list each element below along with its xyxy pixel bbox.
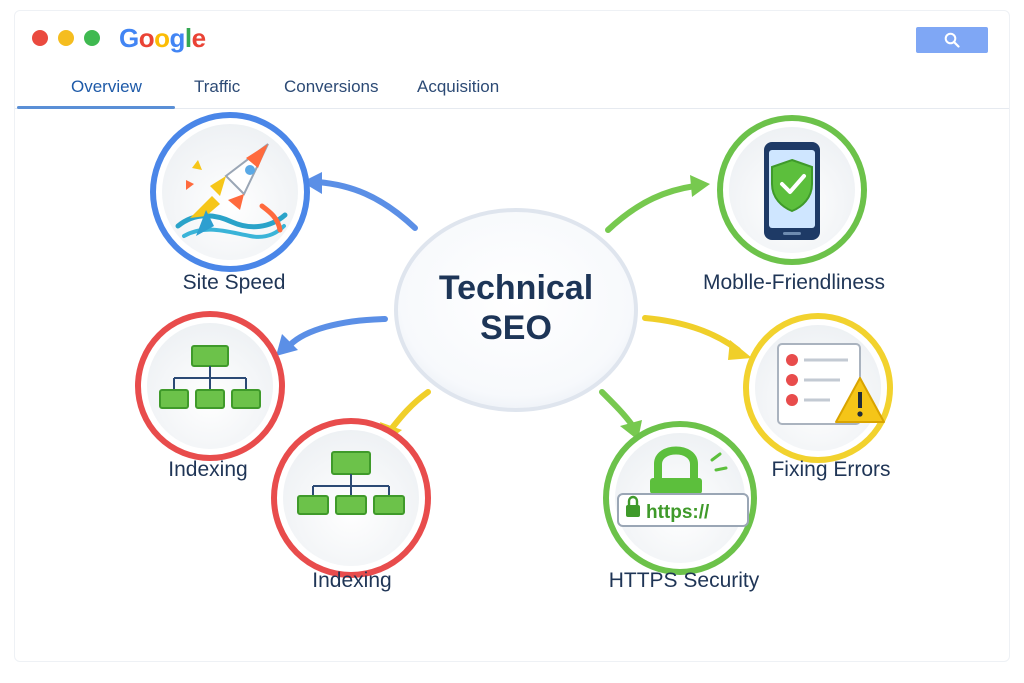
tab-overview[interactable]: Overview xyxy=(71,77,142,96)
technical-seo-title: Technical SEO xyxy=(439,268,593,348)
logo-letter: g xyxy=(169,23,186,53)
error-checklist-warning-icon xyxy=(777,343,885,425)
minimize-window-button[interactable] xyxy=(58,30,74,46)
technical-seo-hub xyxy=(394,208,638,412)
maximize-window-button[interactable] xyxy=(84,30,100,46)
sitemap-icon xyxy=(159,345,261,409)
arrowhead xyxy=(728,340,752,360)
arrow-to-mobile xyxy=(605,183,698,233)
title-line-2: SEO xyxy=(480,309,552,347)
indexing-label-1: Indexing xyxy=(168,458,247,481)
search-button[interactable] xyxy=(916,27,988,53)
analytics-tabs: Overview Traffic Cοnversions Acquisition xyxy=(15,63,1009,109)
mobile-friendliness-label: Moblle-Friendliness xyxy=(703,271,885,294)
arrow-to-indexing-2 xyxy=(389,389,431,431)
https-badge-text: https:// xyxy=(646,502,710,523)
logo-letter: o xyxy=(138,23,155,53)
https-security-node[interactable]: https:// xyxy=(603,421,757,575)
browser-top-bar: Google xyxy=(15,11,1009,63)
arrow-to-indexing-1 xyxy=(287,316,388,348)
arrow-to-site-speed xyxy=(315,179,418,231)
rocket-icon xyxy=(175,143,288,239)
tab-acquisition[interactable]: Acquisition xyxy=(417,77,500,96)
google-logo[interactable]: Google xyxy=(119,23,206,54)
fixing-errors-label: Fixing Errors xyxy=(771,458,890,481)
connector-arrows xyxy=(276,172,752,442)
logo-letter: G xyxy=(119,23,139,53)
mobile-friendliness-node[interactable] xyxy=(717,115,867,265)
arrowhead xyxy=(690,175,710,197)
title-line-1: Technical xyxy=(438,269,594,307)
indexing-node-1[interactable] xyxy=(135,311,285,461)
logo-letter: o xyxy=(154,23,170,53)
indexing-label-2: Indexing xyxy=(312,569,391,592)
arrow-to-https xyxy=(599,389,635,428)
indexing-node-2[interactable] xyxy=(271,418,431,578)
tab-traffic[interactable]: Traffic xyxy=(194,77,241,96)
active-tab-indicator xyxy=(17,106,175,109)
https-security-label: HTTPS Security xyxy=(609,569,760,592)
site-speed-label: Site Speed xyxy=(183,271,286,294)
arrowhead xyxy=(276,334,298,356)
site-speed-node[interactable] xyxy=(150,112,310,272)
logo-letter: e xyxy=(191,23,206,53)
arrow-to-errors xyxy=(642,315,741,353)
sitemap-icon xyxy=(297,451,405,515)
logo-letter: l xyxy=(184,23,192,53)
close-window-button[interactable] xyxy=(32,30,48,46)
padlock-icon: https:// xyxy=(617,446,749,527)
smartphone-shield-icon xyxy=(764,142,820,240)
fixing-errors-node[interactable] xyxy=(743,313,893,463)
arrowhead xyxy=(302,172,322,194)
search-icon xyxy=(944,32,960,48)
tab-conversions[interactable]: Cοnversions xyxy=(284,77,379,96)
